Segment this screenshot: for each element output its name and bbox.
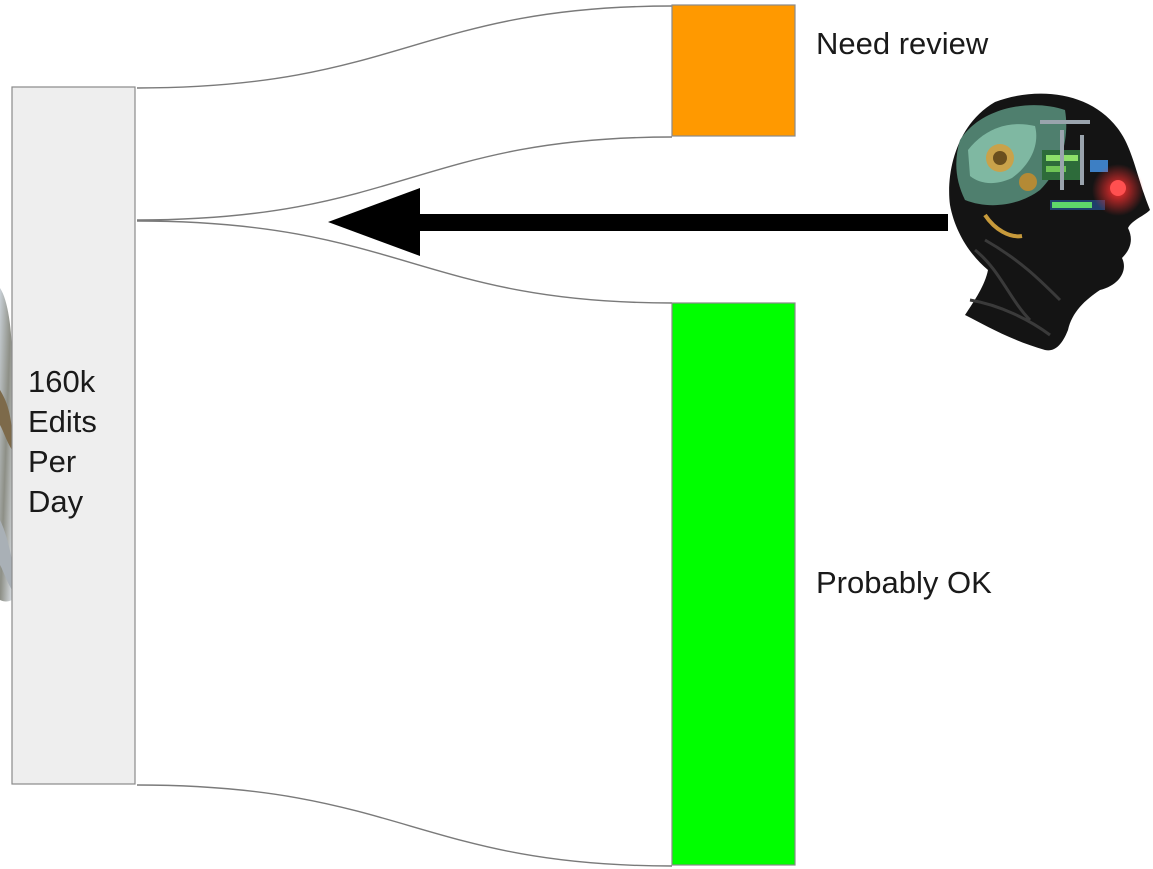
source-label-line: Day xyxy=(28,484,84,519)
need-review-box xyxy=(671,4,796,137)
flow-line-ok-top xyxy=(136,220,673,304)
robot-brain-head-icon xyxy=(949,93,1150,351)
source-label: 160k Edits Per Day xyxy=(28,362,97,522)
source-label-line: 160k xyxy=(28,364,96,399)
source-box xyxy=(11,86,136,785)
source-label-line: Edits xyxy=(28,404,97,439)
need-review-label: Need review xyxy=(816,26,989,61)
flow-lines xyxy=(136,5,673,867)
probably-ok-box xyxy=(671,302,796,866)
flow-line-review-top xyxy=(136,5,673,89)
source-label-line: Per xyxy=(28,444,77,479)
left-arrow xyxy=(328,188,948,256)
flow-line-review-bottom xyxy=(136,136,673,221)
flow-line-ok-bottom xyxy=(136,784,673,867)
probably-ok-label: Probably OK xyxy=(816,565,992,600)
left-edge-figure-image xyxy=(0,288,12,602)
